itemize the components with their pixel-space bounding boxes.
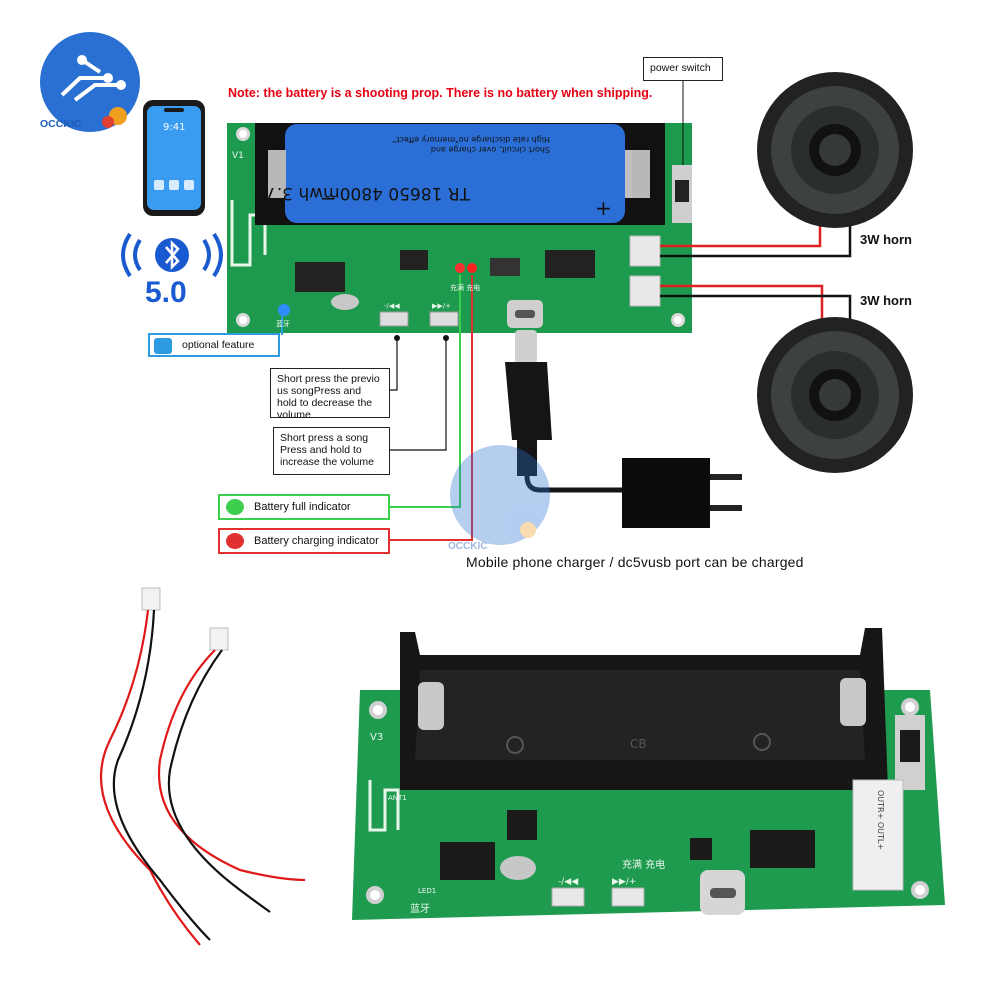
battery-model-text: TR 18650 4800mwh 3.7V	[254, 183, 471, 203]
speaker-wires	[660, 222, 852, 322]
top-board-bt-text: 蓝牙	[276, 319, 290, 328]
bottom-board-prev-label: -/◀◀	[558, 877, 578, 887]
bottom-board-ant-label: ANT1	[388, 794, 407, 802]
bottom-board-led1-label: LED1	[418, 887, 436, 895]
battery-minus-text: −	[320, 186, 337, 210]
prev-button-callout: Short press the previo us songPress and …	[270, 368, 390, 421]
top-board-led-text: 充满 充电	[450, 283, 480, 292]
bottom-pcb-board	[352, 628, 945, 920]
battery-plus-text: +	[595, 196, 612, 220]
bottom-board-next-label: ▶▶/+	[612, 877, 636, 887]
battery-full-label: Battery full indicator	[254, 501, 351, 513]
shipping-note: Note: the battery is a shooting prop. Th…	[228, 86, 653, 100]
usb-charger	[505, 330, 742, 528]
battery-charging-label: Battery charging indicator	[254, 535, 379, 547]
bottom-board-led-text: 充满 充电	[622, 858, 665, 871]
battery-charging-indicator: Battery charging indicator	[218, 528, 390, 554]
battery-fine-print-1: High rate discharge no"memory effect"	[393, 135, 550, 144]
phone-icon	[143, 100, 205, 216]
bluetooth-version: 5.0	[145, 276, 187, 309]
holder-cb-mark: CB	[630, 737, 647, 751]
top-board-version: V1	[232, 151, 244, 161]
green-led-icon	[226, 499, 244, 515]
optional-feature-label: optional feature	[182, 339, 255, 351]
power-switch-label: power switch	[643, 57, 723, 81]
red-led-icon	[226, 533, 244, 549]
next-button-callout: Short press a song Press and hold to inc…	[273, 427, 390, 475]
battery-fine-print-2: Short circuit, over charge and	[431, 145, 550, 154]
optional-feature-icon	[154, 338, 172, 354]
bluetooth-icon	[121, 232, 223, 278]
phone-time: 9:41	[163, 122, 185, 133]
battery-full-indicator: Battery full indicator	[218, 494, 390, 520]
watermark-logo	[450, 445, 550, 545]
speaker-bottom	[757, 317, 913, 473]
speaker-top	[757, 72, 913, 228]
bottom-board-out-label: OUTR+ OUTL+	[876, 790, 885, 850]
watermark-text: OCCKIC	[448, 541, 488, 552]
occkic-logo	[40, 32, 140, 132]
horn-label-bottom: 3W horn	[860, 293, 912, 308]
horn-label-top: 3W horn	[860, 232, 912, 247]
top-board-prev-label: -/◀◀	[384, 302, 400, 310]
callout-lines	[281, 275, 473, 541]
speaker-cables	[99, 587, 306, 946]
logo-text: OCCKIC	[40, 118, 82, 130]
charger-caption: Mobile phone charger / dc5vusb port can …	[466, 554, 804, 570]
top-board-next-label: ▶▶/+	[432, 302, 451, 310]
bottom-board-version: V3	[370, 732, 383, 743]
optional-feature-badge: optional feature	[148, 333, 280, 357]
bottom-board-bt-text: 蓝牙	[410, 903, 430, 915]
